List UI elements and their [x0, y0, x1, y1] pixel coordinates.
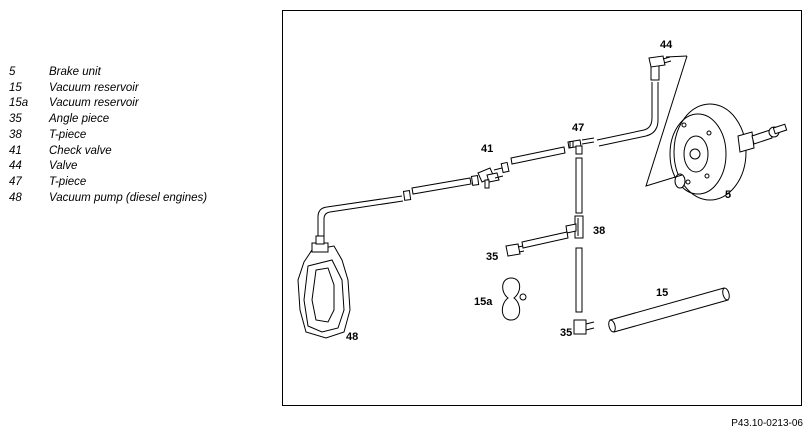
legend-number: 5 [9, 66, 16, 78]
callout-48: 48 [346, 331, 358, 343]
legend-number: 15a [9, 97, 29, 110]
callout-35-lower: 35 [560, 327, 572, 339]
callout-5: 5 [725, 189, 731, 201]
legend-row: 15 Vacuum reservoir [9, 81, 207, 97]
vacuum-system-diagram: 44 47 41 5 38 35 15a 15 35 48 [297, 39, 788, 343]
leader-44 [665, 55, 688, 58]
legend-number: 44 [9, 160, 22, 173]
callout-35-upper: 35 [486, 251, 498, 263]
vacuum-line-41-to-47 [500, 146, 566, 174]
legend-row: 44 Valve [9, 159, 207, 175]
valve-44 [648, 55, 672, 81]
vacuum-line-38-to-35-lower [575, 247, 583, 313]
legend-number: 48 [9, 191, 22, 204]
vacuum-line-47-to-44 [596, 82, 659, 147]
vacuum-line-38-to-35 [521, 231, 569, 249]
figure-reference: P43.10-0213-06 [731, 418, 803, 429]
legend-number: 47 [9, 175, 22, 188]
legend-description: Angle piece [49, 113, 110, 126]
angle-piece-35-upper [505, 243, 525, 257]
legend-number: 41 [9, 144, 22, 157]
callout-15a: 15a [474, 296, 493, 308]
legend-row: 41 Check valve [9, 144, 207, 160]
leader-5-group [645, 55, 688, 187]
legend-description: Valve [49, 160, 78, 173]
vacuum-reservoir-15 [608, 287, 730, 333]
vacuum-line-47-to-38 [575, 157, 583, 214]
legend-description: Vacuum reservoir [49, 81, 139, 94]
diagram-frame [282, 10, 802, 406]
check-valve-41 [477, 167, 504, 189]
callout-38: 38 [593, 225, 605, 237]
legend-description: Vacuum pump (diesel engines) [49, 191, 208, 204]
callout-44: 44 [660, 39, 673, 51]
t-piece-38 [565, 215, 584, 239]
legend-row: 48 Vacuum pump (diesel engines) [9, 191, 207, 207]
t-piece-47 [567, 137, 595, 155]
vacuum-line-pump-to-check-valve [317, 175, 480, 240]
vacuum-pump-48 [297, 235, 351, 339]
brake-unit-5 [669, 103, 788, 201]
legend-description: T-piece [49, 128, 87, 141]
callout-41: 41 [481, 143, 493, 155]
legend-number: 15 [9, 81, 22, 94]
legend-row: 35 Angle piece [9, 112, 207, 128]
legend-row: 47 T-piece [9, 175, 207, 191]
callout-15: 15 [656, 287, 668, 299]
legend-row: 5 Brake unit [9, 65, 207, 81]
legend-description: Vacuum reservoir [49, 97, 139, 110]
legend-row: 38 T-piece [9, 128, 207, 144]
angle-piece-35-lower [573, 319, 595, 335]
legend-number: 38 [9, 128, 22, 141]
legend-row: 15a Vacuum reservoir [9, 96, 207, 112]
legend-description: Check valve [49, 144, 112, 157]
vacuum-reservoir-15a [501, 277, 527, 321]
callout-47: 47 [572, 122, 584, 134]
legend-description: Brake unit [49, 66, 101, 78]
legend-description: T-piece [49, 175, 87, 188]
legend-number: 35 [9, 113, 22, 126]
